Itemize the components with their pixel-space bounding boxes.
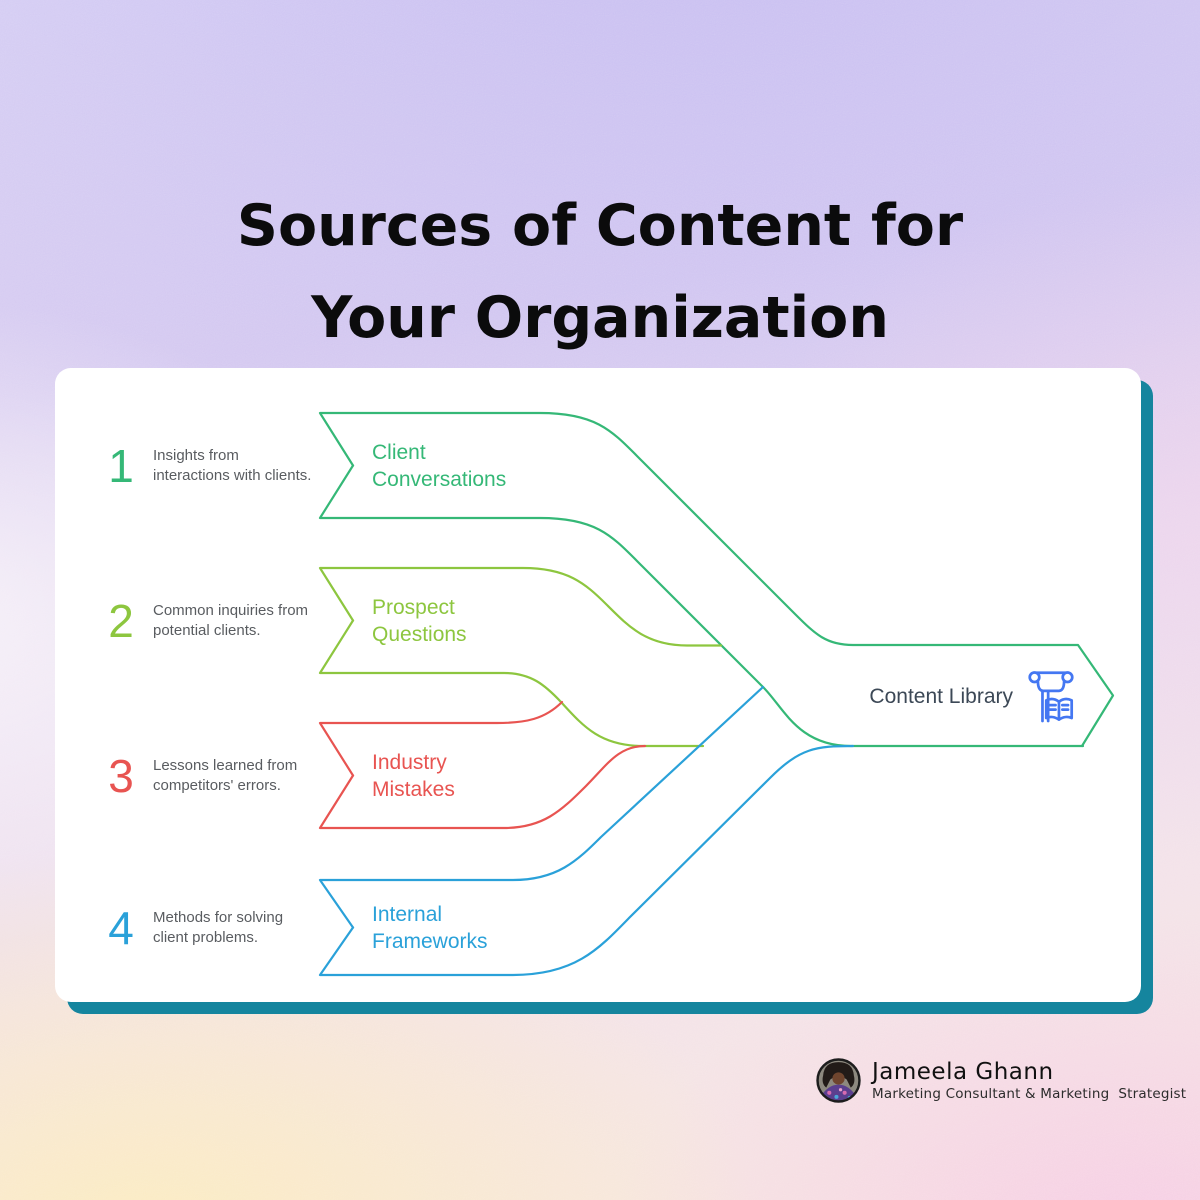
author-title: Marketing Consultant & Marketing Strateg… (872, 1086, 1187, 1102)
author-name: Jameela Ghann (872, 1059, 1054, 1085)
page-title: Sources of Content for Your Organization (0, 180, 1200, 364)
diagram-card (55, 368, 1141, 1002)
page-title-line2: Your Organization (311, 285, 889, 351)
avatar (816, 1058, 861, 1103)
page-title-line1: Sources of Content for (236, 193, 964, 259)
